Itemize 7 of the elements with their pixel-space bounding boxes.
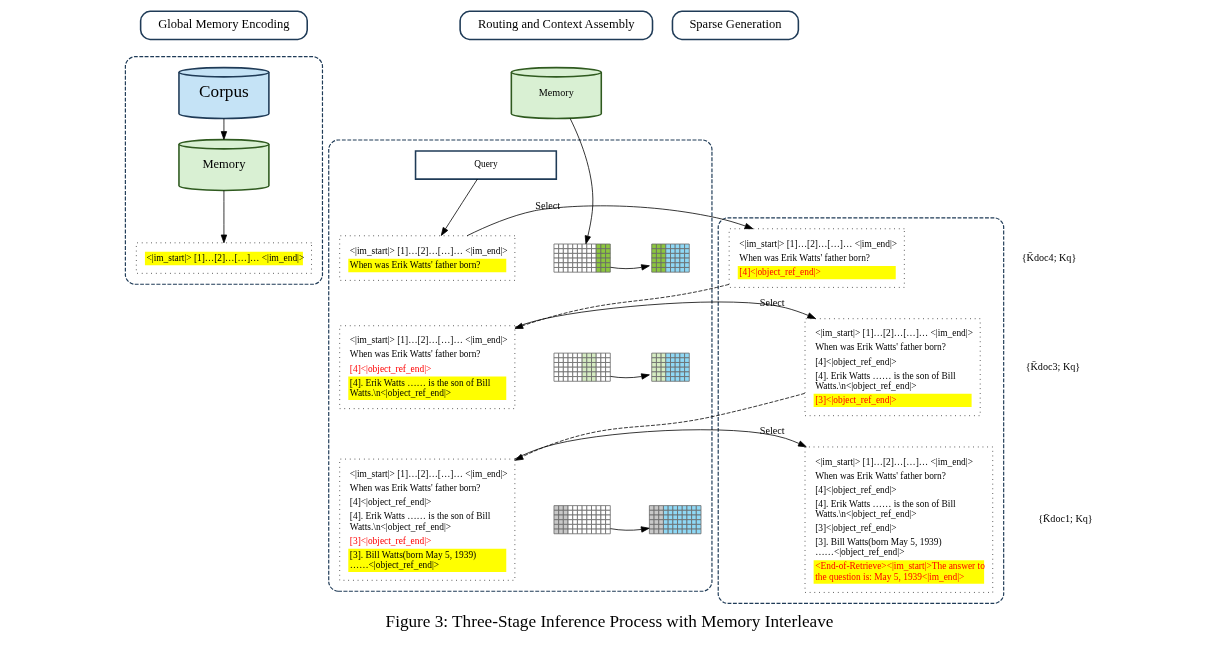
caption: Figure 3: Three-Stage Inference Process with Memory Interleave [385, 611, 834, 631]
label: {K̄doc4; Kq} [1021, 251, 1077, 263]
edge-label: Select [759, 296, 785, 308]
edge-label: Select [535, 199, 561, 211]
label: {K̄doc3; Kq} [1025, 360, 1081, 372]
label: {K̄doc1; Kq} [1038, 513, 1093, 525]
edge-label: Select [759, 424, 785, 436]
